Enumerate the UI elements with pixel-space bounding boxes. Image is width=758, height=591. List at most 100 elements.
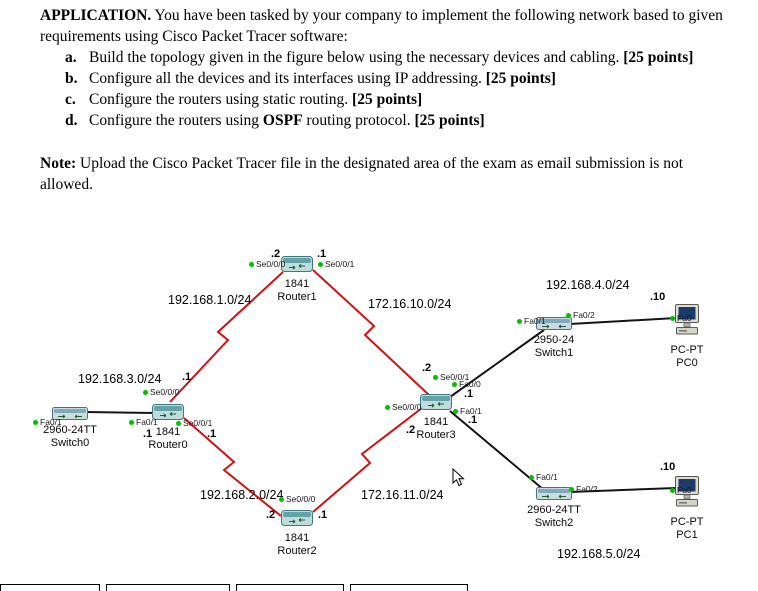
ethernet-link-switch1-pc0[interactable] [569, 317, 677, 325]
device-name: Router2 [277, 544, 317, 557]
pc-icon-pc1[interactable] [672, 476, 702, 515]
address-label: .1 [143, 428, 153, 440]
requirement-item-c: c. Configure the routers using static rou… [65, 89, 726, 110]
address-label: .10 [650, 291, 666, 303]
port-label: Fa0/0 [459, 379, 481, 389]
table-fragment [0, 584, 758, 591]
link-status-dot [129, 420, 134, 425]
link-status-dot [569, 487, 574, 492]
switch-icon-switch0[interactable] [52, 404, 88, 427]
port-label: Fa0 [677, 485, 692, 495]
router-icon-router3[interactable] [420, 392, 452, 417]
address-label: .2 [271, 248, 281, 260]
item-points: [25 points] [623, 49, 694, 66]
link-status-dot [318, 262, 323, 267]
device-name: PC1 [676, 528, 698, 541]
item-marker: b. [65, 70, 78, 87]
application-paragraph: APPLICATION. You have been tasked by you… [40, 5, 726, 47]
serial-link-router2-router3[interactable] [312, 407, 423, 513]
device-model: PC-PT [670, 516, 704, 528]
device-model: 1841 [423, 416, 449, 428]
note-paragraph: Note: Upload the Cisco Packet Tracer fil… [40, 153, 726, 195]
network-label: 172.16.11.0/24 [361, 488, 444, 502]
address-label: .2 [266, 509, 276, 521]
device-model: 2960-24TT [527, 504, 581, 516]
item-text-pre: Configure all the devices and its interf… [89, 70, 486, 87]
switch-icon-switch2[interactable] [536, 484, 572, 507]
table-cell [0, 584, 100, 591]
application-intro: You have been tasked by your company to … [40, 7, 723, 45]
link-status-dot [452, 382, 457, 387]
port-label: Se0/0/0 [392, 402, 422, 412]
pc-icon-pc0[interactable] [672, 304, 702, 343]
table-cell [236, 584, 344, 591]
serial-link-router0-router1[interactable] [169, 271, 284, 403]
network-label: 192.168.5.0/24 [557, 547, 641, 561]
exam-instructions: APPLICATION. You have been tasked by you… [40, 5, 726, 195]
port-label: Fa0/1 [40, 417, 62, 427]
address-label: .2 [422, 362, 432, 374]
link-status-dot [433, 375, 438, 380]
requirement-item-d: d. Configure the routers using OSPF routi… [65, 110, 726, 131]
ethernet-link-switch0-router0[interactable] [85, 411, 157, 414]
network-label: 192.168.3.0/24 [78, 372, 162, 386]
port-label: Se0/0/1 [325, 259, 355, 269]
table-cell [106, 584, 230, 591]
item-marker: a. [65, 49, 77, 66]
link-status-dot [670, 488, 675, 493]
network-label: 192.168.1.0/24 [168, 293, 252, 307]
device-name: Router3 [416, 428, 456, 441]
ethernet-link-router3-switch2[interactable] [449, 410, 545, 491]
item-marker: d. [65, 112, 78, 129]
port-label: Fa0/2 [576, 484, 598, 494]
note-label: Note: [40, 155, 77, 172]
switch-icon-switch1[interactable] [536, 314, 572, 337]
port-label: Fa0/1 [460, 406, 482, 416]
device-name: Router1 [277, 290, 317, 303]
address-label: .10 [660, 461, 676, 473]
item-text-post: routing protocol. [302, 112, 415, 129]
port-label: Fa0/1 [536, 472, 558, 482]
port-label: Se0/0/0 [150, 387, 180, 397]
link-status-dot [279, 497, 284, 502]
item-points: [25 points] [485, 70, 556, 87]
port-label: Fa0/1 [136, 417, 158, 427]
device-name: Router0 [148, 438, 188, 451]
address-label: .1 [207, 428, 217, 440]
device-model: 1841 [284, 532, 310, 544]
application-heading: APPLICATION. [40, 7, 152, 24]
item-text-pre: Configure the routers using static routi… [89, 91, 353, 108]
address-label: .1 [317, 248, 327, 260]
router-icon-router1[interactable] [281, 254, 313, 279]
ethernet-link-switch2-pc1[interactable] [569, 487, 677, 493]
link-status-dot [176, 421, 181, 426]
address-label: .1 [464, 388, 474, 400]
network-label: 172.16.10.0/24 [368, 297, 452, 311]
item-text-bold: OSPF [262, 112, 303, 129]
network-label: 192.168.2.0/24 [200, 488, 284, 502]
requirement-item-b: b. Configure all the devices and its inte… [65, 68, 726, 89]
network-label: 192.168.4.0/24 [546, 278, 630, 292]
port-label: Se0/0/0 [256, 259, 286, 269]
port-label: Fa0 [677, 313, 692, 323]
link-status-dot [453, 409, 458, 414]
router-icon-router2[interactable] [281, 508, 313, 533]
port-label: Fa0/1 [524, 316, 546, 326]
item-text-pre: Configure the routers using [89, 112, 263, 129]
link-status-dot [566, 313, 571, 318]
device-model: 1841 [284, 278, 310, 290]
device-model: 2960-24TT [43, 424, 97, 436]
item-marker: c. [65, 91, 76, 108]
ethernet-link-router3-switch1[interactable] [449, 329, 545, 398]
serial-link-router1-router3[interactable] [312, 269, 431, 397]
router-icon-router0[interactable] [152, 402, 184, 427]
serial-link-router0-router2[interactable] [183, 417, 282, 517]
